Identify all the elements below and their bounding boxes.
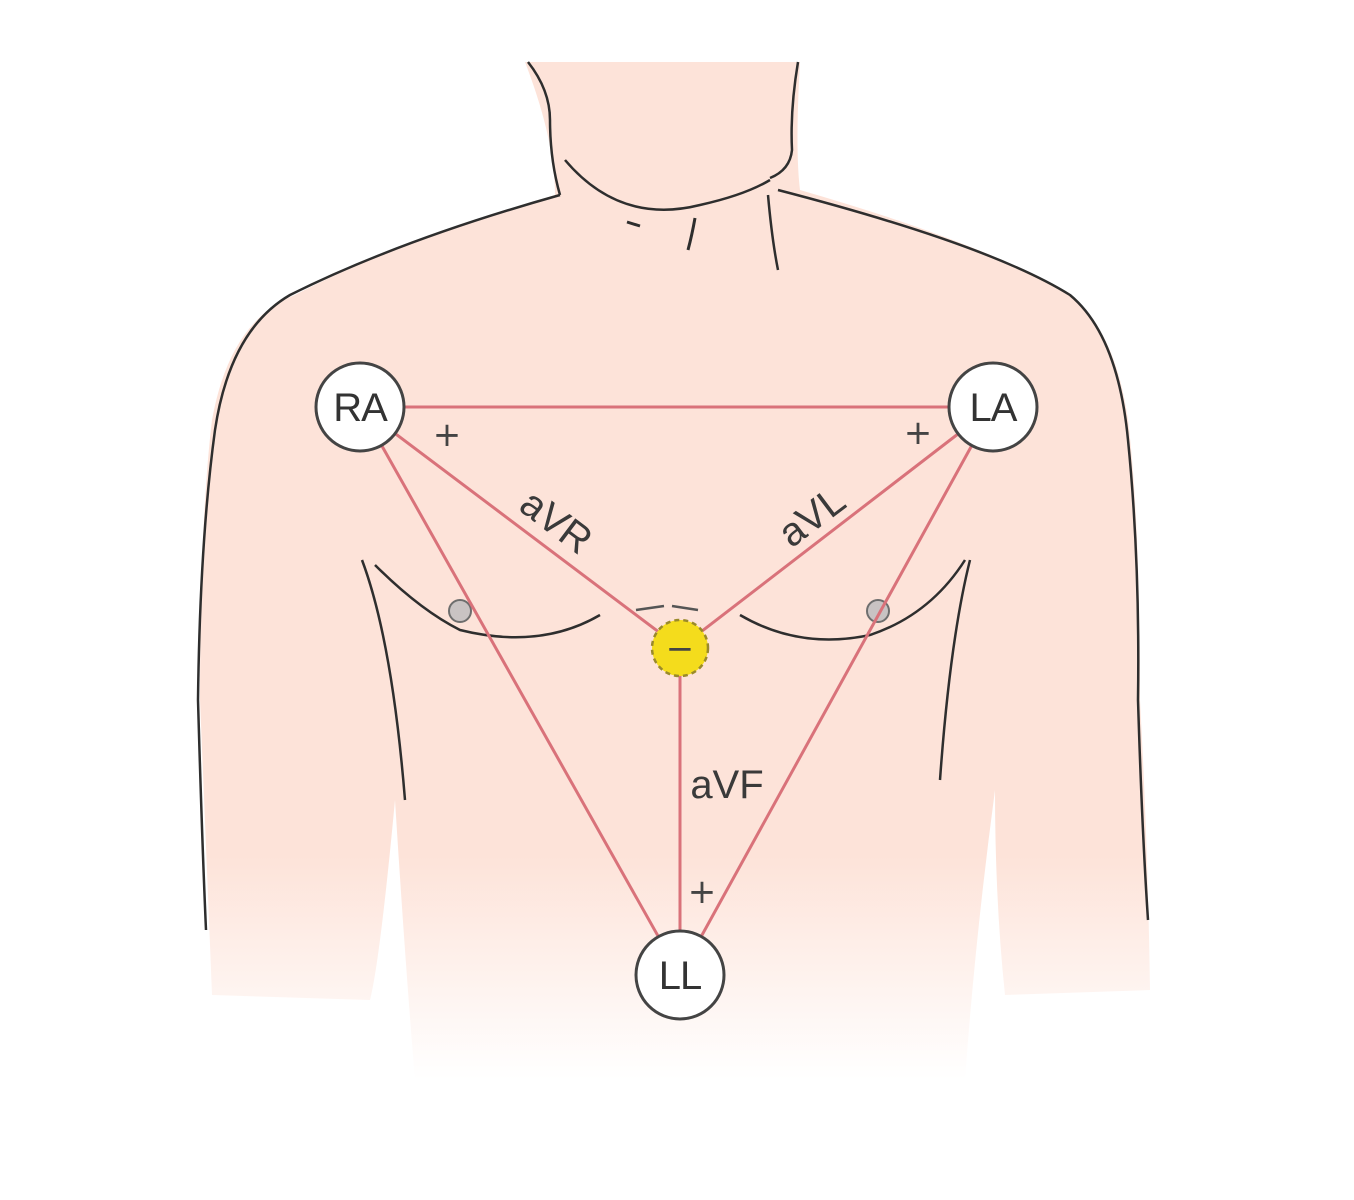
right-pectoral-line: [739, 559, 967, 641]
central-terminal: −: [650, 618, 710, 678]
la-ll-line: [678, 406, 995, 976]
ra-plus-sign: +: [433, 415, 462, 455]
torso-illustration: [196, 61, 1150, 1080]
left-shoulder-outline: [196, 193, 561, 931]
left-armpit-line: [360, 559, 407, 801]
central-terminal-symbol: −: [666, 629, 695, 669]
electrode-ra-circle: [314, 361, 406, 453]
avl-line: [679, 405, 994, 650]
ll-plus-sign: +: [688, 872, 717, 912]
avr-line: [359, 405, 681, 650]
electrode-ll: LL: [634, 929, 726, 1021]
neck-right-outline: [769, 61, 800, 180]
terminal-dashes: [635, 604, 699, 612]
neck-front-line: [766, 194, 780, 271]
central-terminal-circle: [650, 618, 710, 678]
electrode-ll-circle: [634, 929, 726, 1021]
adams-apple-mark: [626, 217, 697, 251]
neck-left-outline: [527, 61, 562, 196]
left-pectoral-line: [374, 564, 601, 639]
torso-skin: [200, 62, 1150, 1080]
avf-label: aVF: [690, 763, 763, 807]
electrode-la: LA: [947, 361, 1039, 453]
electrode-la-label: LA: [970, 386, 1018, 430]
electrode-ra: RA: [314, 361, 406, 453]
ra-ll-line: [358, 406, 682, 976]
la-plus-sign: +: [904, 413, 933, 453]
jaw-line: [564, 159, 771, 211]
right-armpit-line: [938, 559, 972, 781]
electrode-la-circle: [947, 361, 1039, 453]
electrode-ll-label: LL: [659, 954, 702, 998]
left-nipple: [448, 599, 472, 623]
lead-lines: [358, 405, 995, 976]
electrode-ra-label: RA: [333, 386, 388, 430]
right-shoulder-outline: [777, 188, 1150, 921]
